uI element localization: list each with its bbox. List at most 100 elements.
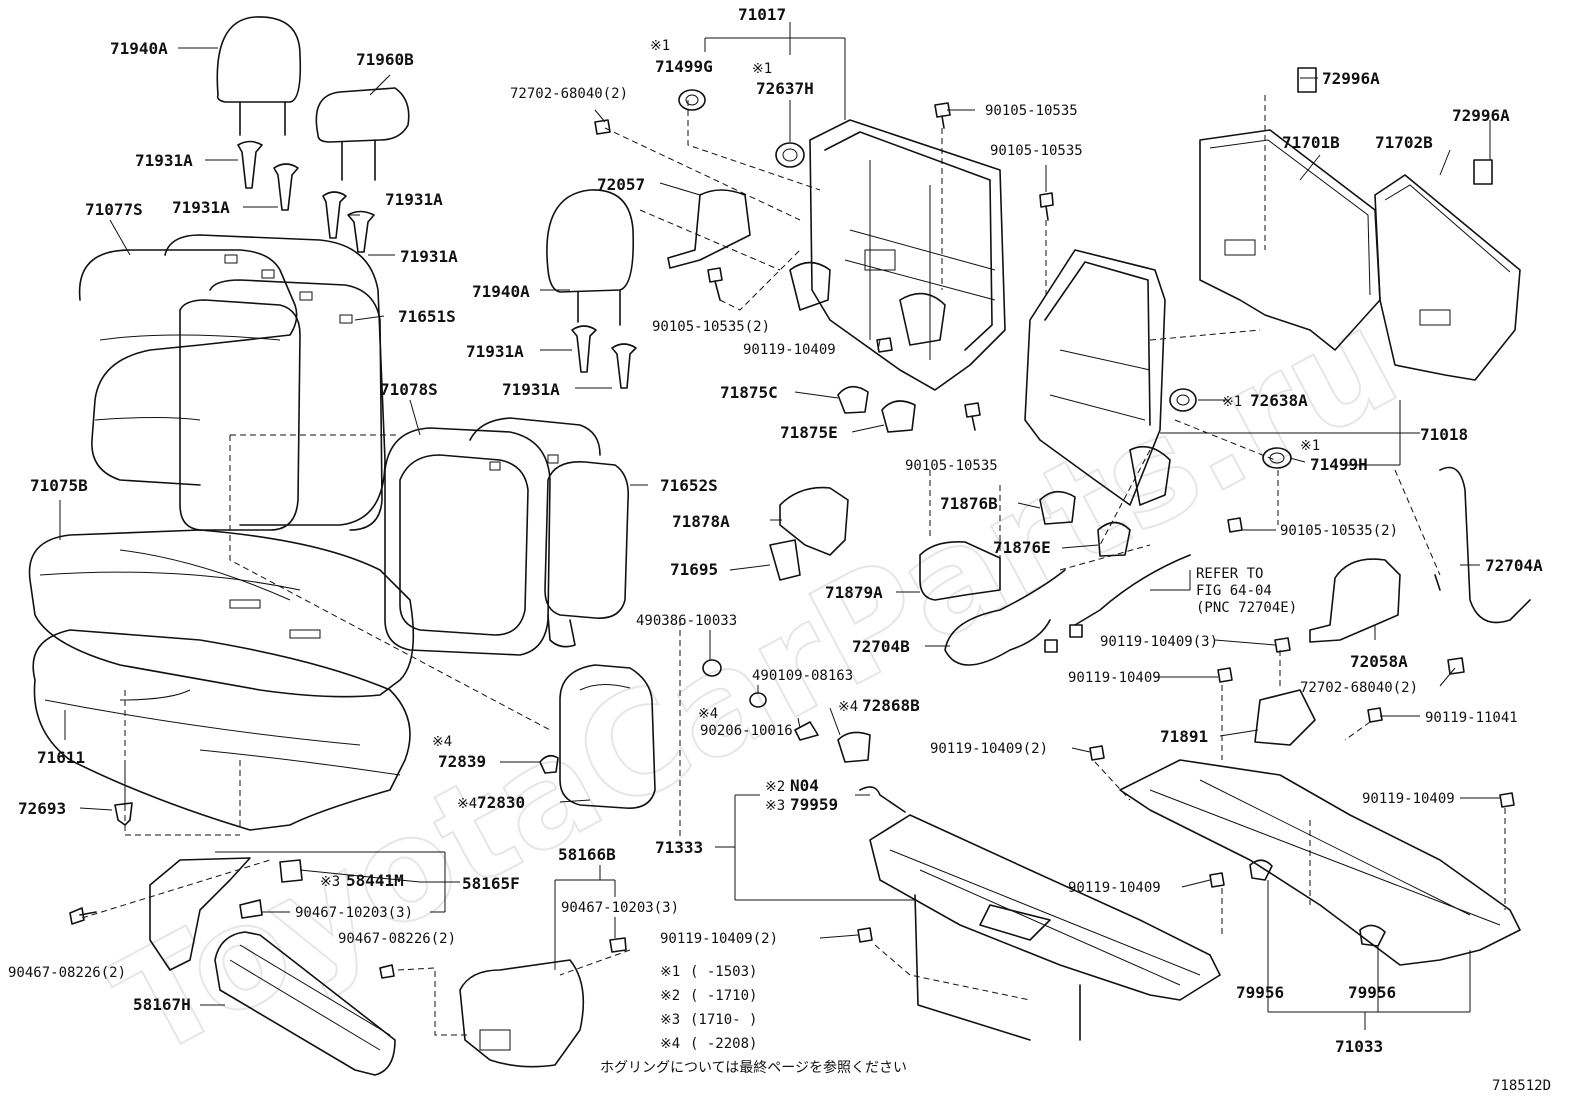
part-label: 90119-10409 bbox=[1068, 670, 1161, 686]
part-label: 71931A bbox=[385, 190, 443, 209]
part-label: 72637H bbox=[756, 79, 814, 98]
part-label: 90119-10409(2) bbox=[930, 741, 1048, 757]
bolt-group bbox=[594, 102, 1515, 943]
part-label: 79959 bbox=[790, 795, 838, 814]
figure-code: 718512D bbox=[1492, 1078, 1551, 1094]
part-label: 71879A bbox=[825, 583, 883, 602]
part-label: 58165F bbox=[462, 874, 520, 893]
mark: ※3 bbox=[320, 874, 340, 890]
part-label: 71018 bbox=[1420, 425, 1468, 444]
part-label: 71940A bbox=[472, 282, 530, 301]
part-label: 71017 bbox=[738, 5, 786, 24]
seatback-71078s bbox=[384, 417, 601, 656]
legend-mark: ※2 bbox=[660, 988, 680, 1004]
part-label: 90206-10016 bbox=[700, 723, 793, 739]
guide-71931a-center bbox=[571, 325, 637, 389]
hinge-cover-72057 bbox=[667, 189, 751, 269]
trim-58165f bbox=[149, 857, 303, 971]
legend-range: (1710- ) bbox=[690, 1012, 757, 1028]
part-label: 90105-10535 bbox=[905, 458, 998, 474]
part-label: 72996A bbox=[1322, 69, 1380, 88]
part-label: 72830 bbox=[477, 793, 525, 812]
seat-cushion-71075b bbox=[28, 529, 415, 698]
cover-71879a bbox=[919, 540, 1001, 601]
part-label: 90105-10535 bbox=[990, 143, 1083, 159]
part-label: 72702-68040(2) bbox=[510, 86, 628, 102]
dashed-lines bbox=[81, 95, 1506, 1036]
part-label: 71875E bbox=[780, 423, 838, 442]
part-label: 72996A bbox=[1452, 106, 1510, 125]
seatback-71652s bbox=[544, 461, 630, 648]
headrest-71940a-center bbox=[546, 189, 635, 326]
part-label: 72058A bbox=[1350, 652, 1408, 671]
part-label: 90119-11041 bbox=[1425, 710, 1518, 726]
part-label: 71876B bbox=[940, 494, 998, 513]
seat-frame-71033 bbox=[1119, 689, 1521, 966]
spring-72638a bbox=[1169, 388, 1197, 412]
mark: ※1 bbox=[650, 38, 670, 54]
part-label: 90105-10535(2) bbox=[1280, 523, 1398, 539]
legend-range: ( -2208) bbox=[690, 1036, 757, 1052]
spring-72637h bbox=[775, 142, 805, 168]
part-label: 72057 bbox=[597, 175, 645, 194]
part-label: 72638A bbox=[1250, 391, 1308, 410]
part-label: 90119-10409 bbox=[1362, 791, 1455, 807]
guide-71931a-group bbox=[237, 140, 375, 253]
part-label: 71499H bbox=[1310, 455, 1368, 474]
part-label: 71695 bbox=[670, 560, 718, 579]
part-label: 71611 bbox=[37, 748, 85, 767]
refer-note: REFER TO FIG 64-04 (PNC 72704E) bbox=[1196, 566, 1297, 616]
part-label: 71940A bbox=[110, 39, 168, 58]
part-label: 72704A bbox=[1485, 556, 1543, 575]
part-label: 72693 bbox=[18, 799, 66, 818]
seat-frame-71018 bbox=[1024, 249, 1171, 506]
part-label: 90119-10409(3) bbox=[1100, 634, 1218, 650]
part-label: 71931A bbox=[400, 247, 458, 266]
part-label: 90119-10409 bbox=[743, 342, 836, 358]
trim-58167h bbox=[214, 931, 396, 1076]
footnote: ホグリングについては最終ページを参照ください bbox=[600, 1059, 907, 1076]
part-label: N04 bbox=[790, 776, 819, 795]
part-label: 90105-10535 bbox=[985, 103, 1078, 119]
clips-79956 bbox=[1249, 859, 1386, 947]
cover-72058a bbox=[1309, 558, 1401, 643]
legend-mark: ※1 bbox=[660, 964, 680, 980]
trim-58166b bbox=[459, 959, 585, 1068]
legend-range: ( -1710) bbox=[690, 988, 757, 1004]
screw-90467 bbox=[69, 907, 627, 979]
part-label: 71651S bbox=[398, 307, 456, 326]
part-label: 71702B bbox=[1375, 133, 1433, 152]
trim-71695 bbox=[769, 539, 801, 581]
part-label: 72868B bbox=[862, 696, 920, 715]
clip-72693 bbox=[114, 802, 133, 826]
cover-71876e bbox=[1097, 521, 1131, 557]
mark: ※1 bbox=[1300, 438, 1320, 454]
mark: ※4 bbox=[457, 796, 477, 812]
part-label: 90467-08226(2) bbox=[8, 965, 126, 981]
variant-marks: ※1 ※1 ※1 ※1 ※4 ※4 ※4 ※4 ※2 ※3 ※3 bbox=[320, 38, 1320, 890]
part-label: 490386-10033 bbox=[636, 613, 737, 629]
clip-72996a bbox=[1297, 67, 1493, 185]
part-label: 72702-68040(2) bbox=[1300, 680, 1418, 696]
mark: ※4 bbox=[838, 699, 858, 715]
seat-cushion-71611 bbox=[32, 629, 411, 831]
part-label: 71078S bbox=[380, 380, 438, 399]
cover-71875c bbox=[837, 385, 869, 414]
part-label: 71931A bbox=[172, 198, 230, 217]
part-label: 71960B bbox=[356, 50, 414, 69]
mark: ※1 bbox=[752, 61, 772, 77]
part-label: 58167H bbox=[133, 995, 191, 1014]
mark: ※3 bbox=[765, 798, 785, 814]
part-label: 71033 bbox=[1335, 1037, 1383, 1056]
part-label: 71499G bbox=[655, 57, 713, 76]
seat-frame-71017 bbox=[789, 119, 1006, 391]
cable-72704b bbox=[944, 554, 1191, 666]
headrest-71960b bbox=[315, 87, 410, 181]
mark: ※1 bbox=[1222, 394, 1242, 410]
legend-range: ( -1503) bbox=[690, 964, 757, 980]
cover-71878a bbox=[779, 486, 849, 556]
part-label: 71931A bbox=[502, 380, 560, 399]
headrest-71940a-left bbox=[216, 16, 302, 136]
